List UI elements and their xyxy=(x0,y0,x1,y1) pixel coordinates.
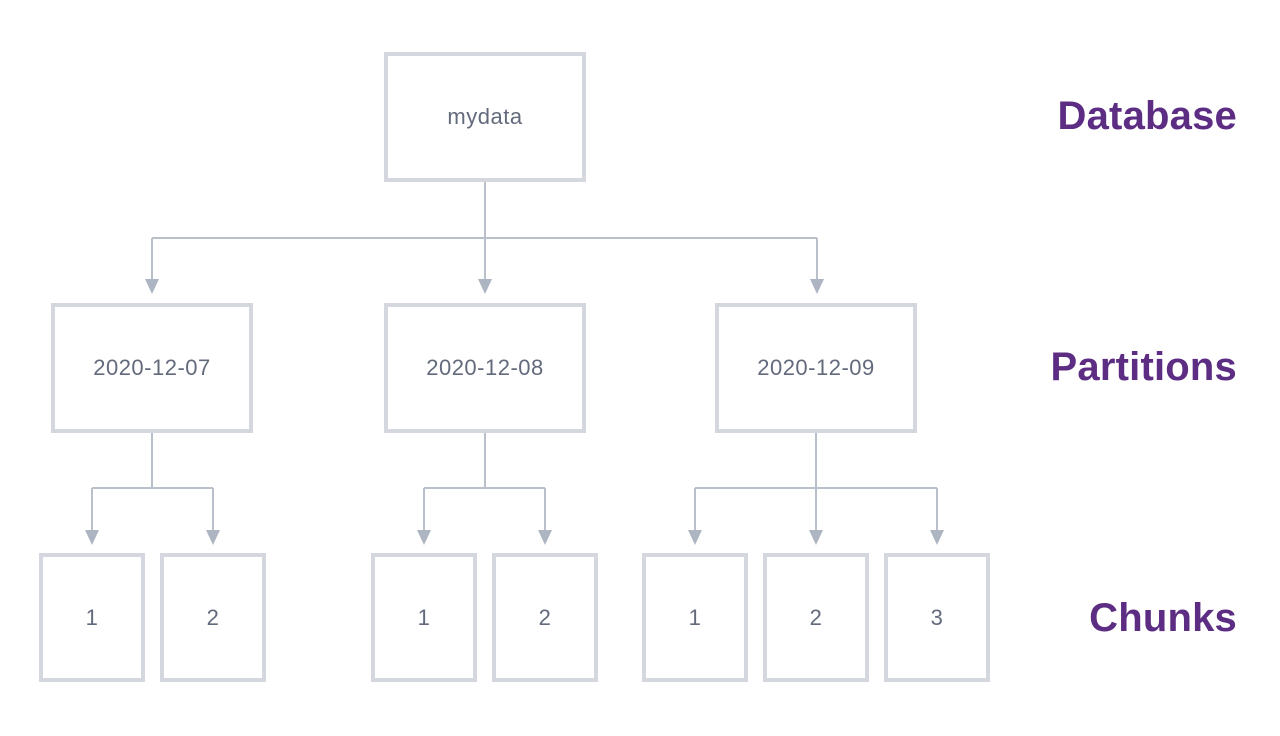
chunk-node-label: 2 xyxy=(538,604,552,630)
database-node-label: mydata xyxy=(447,104,523,129)
chunk-node-p2-1: 1 xyxy=(371,553,477,682)
partition-node-label: 2020-12-07 xyxy=(93,355,211,380)
chunk-node-p3-2: 2 xyxy=(763,553,869,682)
arrowhead-p2-chunk-1 xyxy=(417,530,431,545)
partition-node-2: 2020-12-08 xyxy=(384,303,586,433)
arrowhead-p2-chunk-2 xyxy=(538,530,552,545)
chunk-node-p3-3: 3 xyxy=(884,553,990,682)
chunk-node-p1-1: 1 xyxy=(39,553,145,682)
chunk-node-label: 1 xyxy=(85,604,99,630)
partition-node-1: 2020-12-07 xyxy=(51,303,253,433)
chunk-node-p1-2: 2 xyxy=(160,553,266,682)
arrowhead-p1-chunk-2 xyxy=(206,530,220,545)
level-label-database: Database xyxy=(1057,94,1237,138)
chunk-node-label: 2 xyxy=(206,604,220,630)
arrowhead-partition-3 xyxy=(810,279,824,294)
database-node: mydata xyxy=(384,52,586,182)
arrowhead-p3-chunk-1 xyxy=(688,530,702,545)
partition-node-label: 2020-12-08 xyxy=(426,355,544,380)
partition-node-label: 2020-12-09 xyxy=(757,355,875,380)
arrowhead-partition-2 xyxy=(478,279,492,294)
chunk-node-p2-2: 2 xyxy=(492,553,598,682)
chunk-node-label: 3 xyxy=(930,604,944,630)
level-label-chunks: Chunks xyxy=(1089,596,1237,640)
arrowhead-p3-chunk-2 xyxy=(809,530,823,545)
arrowhead-partition-1 xyxy=(145,279,159,294)
arrowhead-p3-chunk-3 xyxy=(930,530,944,545)
level-label-partitions: Partitions xyxy=(1050,345,1237,389)
arrowhead-p1-chunk-1 xyxy=(85,530,99,545)
chunk-node-label: 1 xyxy=(417,604,431,630)
partition-node-3: 2020-12-09 xyxy=(715,303,917,433)
chunk-node-label: 1 xyxy=(688,604,702,630)
chunk-node-label: 2 xyxy=(809,604,823,630)
chunk-node-p3-1: 1 xyxy=(642,553,748,682)
